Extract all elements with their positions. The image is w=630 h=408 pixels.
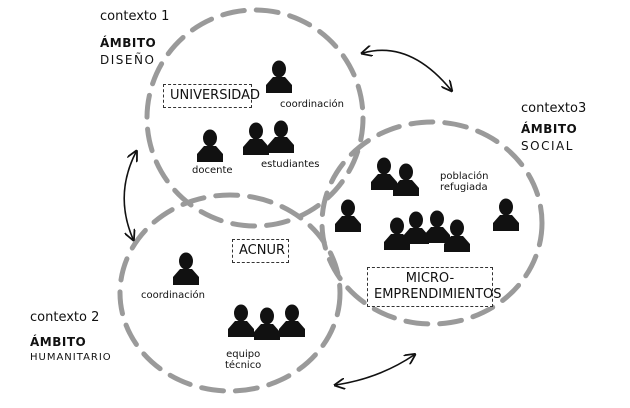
person-icon-equipo-2 xyxy=(254,307,280,340)
contexto-3-sub: SOCIAL xyxy=(521,139,574,153)
person-icon-estudiante-2 xyxy=(268,120,294,153)
label-equipo-line-2: técnico xyxy=(225,360,262,371)
label-equipo-line-1: equipo xyxy=(226,349,261,360)
contexto-2-title: contexto 2 xyxy=(30,310,100,325)
person-icon-coordinacion-2 xyxy=(173,252,199,285)
label-poblacion-line-1: población xyxy=(440,171,489,182)
person-icon-refugiado-2 xyxy=(393,163,419,196)
arrow-left xyxy=(123,152,136,239)
circle-contexto-3 xyxy=(319,119,545,327)
contexto-1-ambito: ÁMBITO xyxy=(100,36,157,50)
micro-line-2: EMPRENDIMIENTOS xyxy=(374,287,502,302)
label-poblacion-refugiada: población refugiada xyxy=(440,171,488,193)
person-icon-refugiado-3 xyxy=(335,199,361,232)
universidad-box: UNIVERSIDAD xyxy=(163,84,260,108)
acnur-box: ACNUR xyxy=(232,239,289,263)
label-poblacion-line-2: refugiada xyxy=(440,182,488,193)
contexto-3-ambito: ÁMBITO xyxy=(521,122,578,136)
microemprendimientos-box: MICRO- EMPRENDIMIENTOS xyxy=(367,267,502,307)
label-estudiantes: estudiantes xyxy=(261,159,320,170)
label-docente: docente xyxy=(192,165,233,176)
person-icon-estudiante-1 xyxy=(243,122,269,155)
label-coordinacion-1: coordinación xyxy=(280,99,344,110)
person-icon-equipo-3 xyxy=(279,304,305,337)
person-icon-coordinacion-1 xyxy=(266,60,292,93)
label-coordinacion-2: coordinación xyxy=(141,290,205,301)
person-icon-docente xyxy=(197,129,223,162)
contexto-2-ambito: ÁMBITO xyxy=(30,335,87,349)
circle-contexto-2 xyxy=(117,192,343,394)
arrow-bottom xyxy=(336,355,414,385)
circle-contexto-1 xyxy=(144,7,366,229)
person-icon-equipo-1 xyxy=(228,304,254,337)
person-icon-refugiado-1 xyxy=(371,157,397,190)
arrow-top xyxy=(363,50,451,90)
label-equipo-tecnico: equipo técnico xyxy=(225,349,261,371)
person-icon-refugiado-8 xyxy=(493,198,519,231)
contexto-1-sub: DISEÑO xyxy=(100,53,156,67)
contexto-2-sub: HUMANITARIO xyxy=(30,352,112,363)
micro-line-1: MICRO- xyxy=(405,271,455,286)
contexto-1-title: contexto 1 xyxy=(100,9,170,24)
person-icon-refugiado-6 xyxy=(424,210,450,243)
contexto-3-title: contexto3 xyxy=(521,101,587,116)
